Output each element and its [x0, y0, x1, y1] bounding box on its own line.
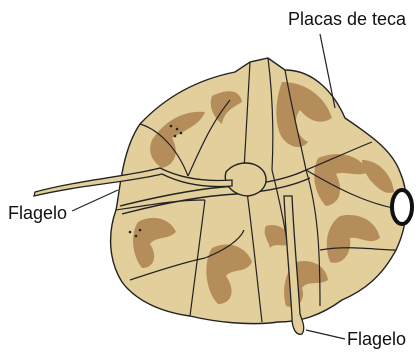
transverse-flagellum-label: Flagelo [8, 204, 67, 222]
eyespot-ring [392, 190, 412, 224]
leader-line-flagelo-left [72, 190, 118, 211]
longitudinal-flagellum-label: Flagelo [347, 330, 406, 348]
thecal-plates-label: Placas de teca [288, 10, 406, 28]
leader-line-flagelo-bottom [306, 330, 345, 339]
